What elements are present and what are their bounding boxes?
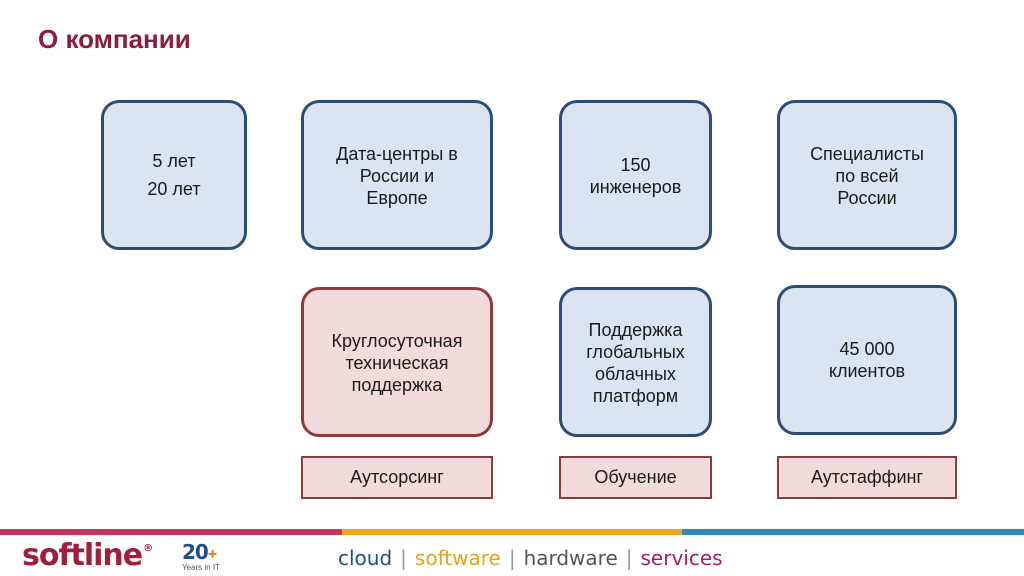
tagline-separator: |	[400, 546, 407, 570]
card-clients-text: 45 000 клиентов	[828, 339, 906, 381]
card-cloud-platforms-text: Поддержка глобальных облачных платформ	[586, 320, 685, 406]
softline-logo: softline ®	[22, 538, 153, 573]
years-number: 20	[182, 540, 209, 564]
tagline-separator: |	[625, 546, 633, 570]
years-badge: 20+ Years in IT	[182, 540, 228, 572]
footer-stripe-right	[682, 529, 1024, 535]
label-outstaffing: Аутстаффинг	[777, 456, 957, 499]
card-engineers-text: 150 инженеров	[589, 155, 682, 197]
card-years-line2: 20 лет	[147, 179, 201, 199]
card-support-text: Круглосуточная техническая поддержка	[331, 331, 463, 395]
label-outsourcing: Аутсорсинг	[301, 456, 493, 499]
registered-mark: ®	[143, 543, 153, 554]
card-years-line1: 5 лет	[152, 151, 196, 171]
card-clients: 45 000 клиентов	[777, 285, 957, 435]
label-training: Обучение	[559, 456, 712, 499]
card-datacenters-text: Дата-центры в России и Европе	[336, 144, 458, 208]
footer-tagline: cloud | software | hardware | services	[338, 546, 723, 570]
footer-stripe-mid	[342, 529, 682, 535]
card-support: Круглосуточная техническая поддержка	[301, 287, 493, 437]
card-specialists-text: Специалисты по всей России	[810, 144, 924, 208]
years-plus: +	[207, 546, 218, 563]
years-subtitle: Years in IT	[182, 563, 220, 572]
card-years: 5 лет 20 лет	[101, 100, 247, 250]
tagline-separator: |	[508, 546, 516, 570]
tagline-cloud: cloud	[338, 546, 393, 570]
card-engineers: 150 инженеров	[559, 100, 712, 250]
page-title: О компании	[38, 24, 191, 54]
softline-logo-text: softline	[22, 538, 143, 573]
tagline-hardware: hardware	[523, 546, 618, 570]
card-datacenters: Дата-центры в России и Европе	[301, 100, 493, 250]
footer-stripe-left	[0, 529, 342, 535]
card-cloud-platforms: Поддержка глобальных облачных платформ	[559, 287, 712, 437]
card-specialists: Специалисты по всей России	[777, 100, 957, 250]
tagline-software: software	[414, 546, 501, 570]
tagline-services: services	[640, 546, 723, 570]
